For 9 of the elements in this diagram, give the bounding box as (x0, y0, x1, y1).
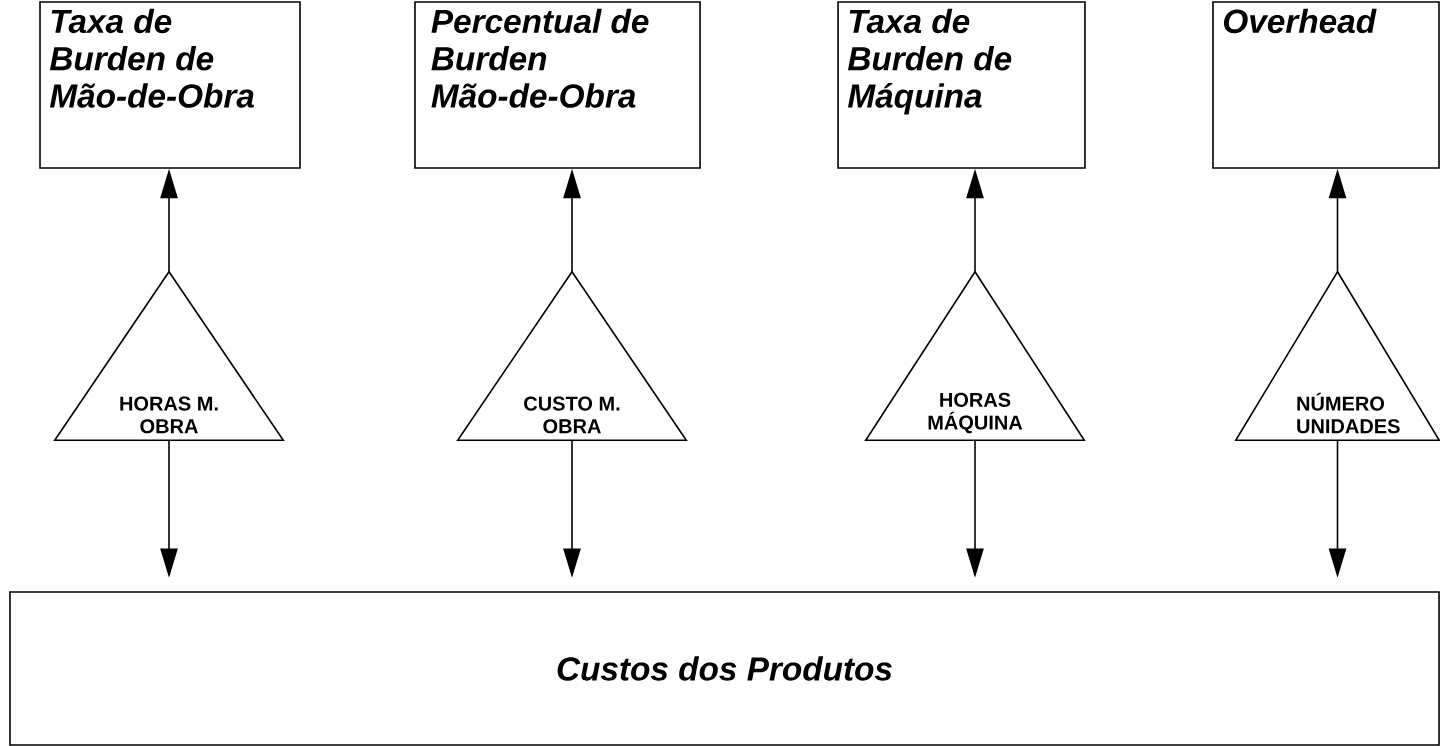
triangle: HORAS M. OBRA (53, 270, 285, 442)
text-box: Taxa de Burden de Mão-de-Obra (39, 1, 301, 169)
text-box: Percentual de Burden Mão-de-Obra (414, 1, 701, 169)
triangle: HORAS MÁQUINA (864, 270, 1086, 442)
text-box: Custos dos Produtos (9, 591, 1440, 746)
triangle: CUSTO M. OBRA (456, 270, 688, 442)
text-box: Overhead (1212, 1, 1440, 169)
text-box: Taxa de Burden de Máquina (837, 1, 1086, 169)
triangle: NÚMERO UNIDADES (1234, 270, 1440, 442)
